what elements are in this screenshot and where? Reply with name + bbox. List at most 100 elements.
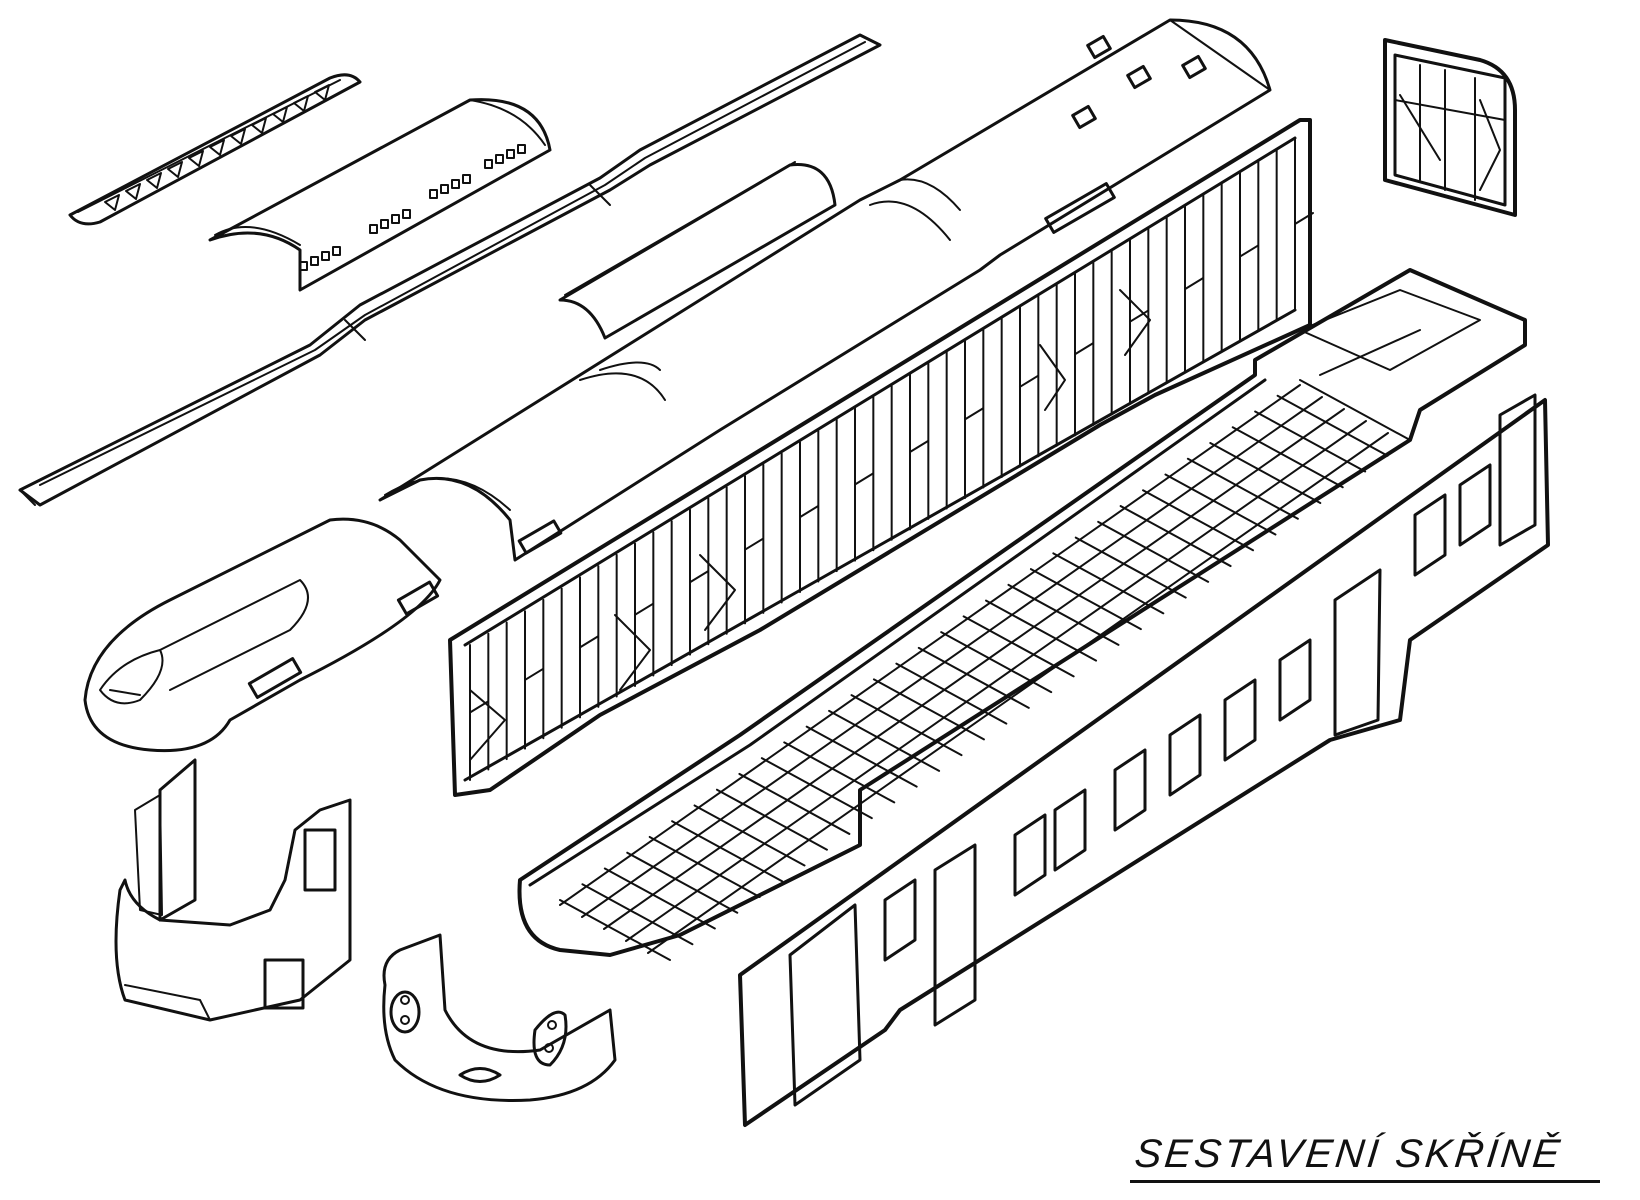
chassis-crossmember	[1142, 489, 1255, 552]
vent-tooth	[146, 172, 162, 189]
wall-rail	[1239, 244, 1259, 258]
chassis-crossmember	[1231, 426, 1344, 489]
roof-panel-front	[208, 98, 552, 292]
chassis-crossmember	[872, 678, 985, 741]
chassis-crossmember	[671, 820, 784, 883]
roof-vent-window	[380, 219, 389, 229]
side-window	[1113, 748, 1147, 832]
chassis-crossmember	[693, 804, 806, 867]
vent-tooth	[293, 95, 309, 112]
side-window	[1413, 493, 1447, 577]
roof-vent-window	[299, 261, 308, 271]
wall-rail	[909, 439, 929, 453]
side-window	[1278, 638, 1312, 722]
roof-vent-window	[369, 224, 378, 234]
chassis-longitudinal	[603, 408, 1345, 930]
chassis-crossmember	[1029, 568, 1142, 631]
vent-tooth	[272, 106, 288, 123]
chassis-crossmember	[648, 835, 761, 898]
side-window	[1458, 463, 1492, 547]
roof-vent-window	[429, 189, 438, 199]
roof-vent-window	[321, 251, 330, 261]
roof-cornice-beam	[18, 33, 882, 507]
roof-vent-window	[506, 149, 515, 159]
chassis-crossmember	[940, 631, 1053, 694]
chassis-crossmember	[760, 757, 873, 820]
wall-rail	[634, 602, 654, 616]
chassis-crossmember	[850, 694, 963, 757]
chassis-crossmember	[1097, 520, 1210, 583]
vent-tooth	[167, 161, 183, 178]
chassis-longitudinal	[581, 396, 1323, 918]
vent-tooth	[209, 139, 225, 156]
roof-vent-strip	[68, 73, 362, 226]
vent-tooth	[188, 150, 204, 167]
wall-rail	[1074, 342, 1094, 356]
roof-vent-window	[332, 246, 341, 256]
end-door-frame	[1383, 38, 1517, 217]
roof-vent-window	[440, 184, 449, 194]
roof-vent-window	[484, 159, 493, 169]
chassis-longitudinal	[559, 384, 1301, 906]
chassis-crossmember	[1254, 410, 1367, 473]
chassis-crossmember	[603, 867, 716, 930]
chassis-crossmember	[1052, 552, 1165, 615]
wall-rail	[964, 407, 984, 421]
diagram-title: SESTAVENÍ SKŘÍNĚ	[1132, 1132, 1565, 1176]
vent-tooth	[104, 194, 120, 211]
chassis-longitudinal	[647, 432, 1389, 954]
roof-vent-window	[517, 144, 526, 154]
chassis-crossmember	[581, 883, 694, 946]
chassis-crossmember	[1164, 473, 1277, 536]
wall-rail	[744, 537, 764, 551]
wall-rail	[579, 635, 599, 649]
chassis-crossmember	[738, 772, 851, 835]
roof-vent-window	[451, 179, 460, 189]
nose-cowling	[382, 933, 617, 1102]
chassis-crossmember	[783, 741, 896, 804]
roof-vent-window	[391, 214, 400, 224]
roof-vent-window	[402, 209, 411, 219]
roof-vent-window	[310, 256, 319, 266]
title-underline	[1130, 1180, 1600, 1183]
side-window	[1223, 678, 1257, 762]
wall-rail	[1294, 212, 1314, 225]
side-window	[883, 878, 917, 962]
front-cab-section	[114, 758, 352, 1022]
side-wall-frame	[448, 118, 1314, 797]
side-window	[1013, 813, 1047, 897]
wall-rail	[1184, 277, 1204, 291]
vent-tooth	[251, 117, 267, 134]
wall-rail	[689, 570, 709, 584]
wall-rail	[524, 667, 544, 681]
underframe-chassis	[517, 268, 1527, 961]
vent-tooth	[125, 183, 141, 200]
chassis-crossmember	[828, 709, 941, 772]
chassis-crossmember	[1186, 457, 1299, 520]
side-window	[1168, 713, 1202, 797]
chassis-crossmember	[1119, 505, 1232, 568]
chassis-longitudinal	[625, 420, 1367, 942]
chassis-crossmember	[1209, 442, 1322, 505]
chassis-crossmember	[1299, 379, 1411, 441]
side-window	[1053, 788, 1087, 872]
vent-tooth	[230, 128, 246, 145]
chassis-crossmember	[1074, 536, 1187, 599]
roof-vent-window	[462, 174, 471, 184]
wall-rail	[799, 505, 819, 519]
chassis-crossmember	[917, 646, 1030, 709]
chassis-crossmember	[895, 662, 1008, 725]
chassis-crossmember	[715, 788, 828, 851]
chassis-crossmember	[985, 599, 1098, 662]
wall-rail	[1019, 374, 1039, 388]
wall-rail	[854, 472, 874, 486]
chassis-crossmember	[962, 615, 1075, 678]
nose-roof-cap	[83, 517, 442, 753]
wall-rail	[1129, 309, 1149, 323]
roof-vent-window	[495, 154, 504, 164]
chassis-crossmember	[1276, 394, 1389, 457]
outer-side-panel	[738, 393, 1550, 1127]
chassis-crossmember	[805, 725, 918, 788]
chassis-crossmember	[626, 851, 739, 914]
